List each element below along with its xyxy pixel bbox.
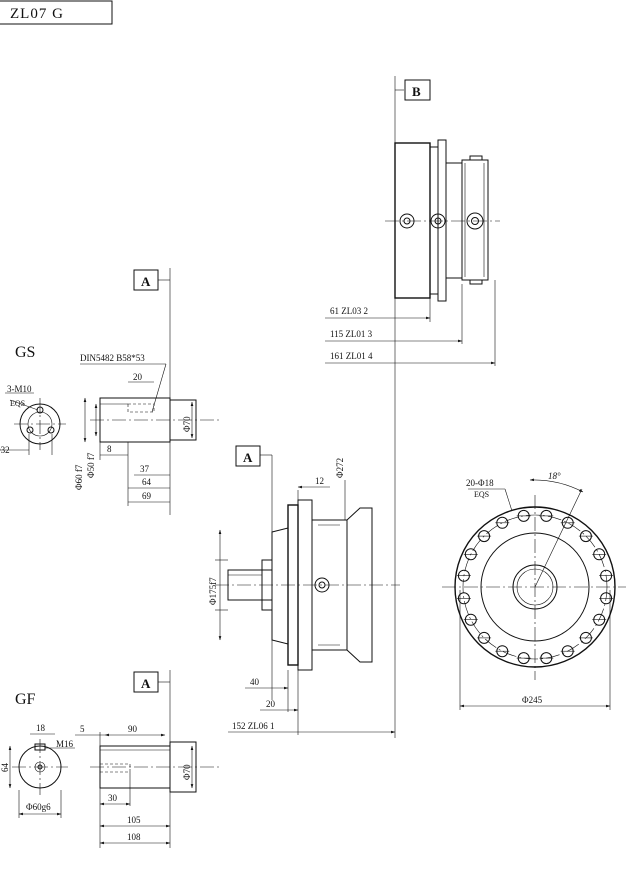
gs-d8: 8 (107, 444, 112, 454)
gf-d105: 105 (127, 815, 141, 825)
main-gearbox: 12 Φ272 Φ175f7 40 20 152 ZL06 1 (208, 458, 400, 735)
gf-d18: 18 (36, 723, 46, 733)
gf-datum-a-label: A (141, 676, 151, 691)
gs-dia60: Φ60 f7 (74, 464, 84, 490)
title-block: ZL07 G (0, 0, 113, 25)
bolt-icon (466, 212, 484, 230)
gf-datum-a: A (133, 670, 171, 790)
main-dia175: Φ175f7 (208, 577, 218, 605)
flange-holes: 20-Φ18 (466, 478, 494, 488)
datum-b: B (395, 79, 431, 101)
gf-d5: 5 (80, 724, 85, 734)
bolt-icon (399, 213, 415, 229)
main-zl06-1: 152 ZL06 1 (232, 721, 275, 731)
gf-label: GF (15, 691, 36, 708)
main-d20: 20 (266, 699, 276, 709)
gs-datum-a-label: A (141, 274, 151, 289)
dim-zl01-4: 161 ZL01 4 (330, 351, 373, 361)
flange-angle: 18° (548, 471, 561, 481)
bolt-icon (314, 577, 330, 593)
gf-end-view: 18 M16 64 Φ60g6 (0, 723, 75, 818)
dim-zl01-3: 115 ZL01 3 (330, 329, 373, 339)
gf-d90: 90 (128, 724, 138, 734)
gs-d37: 37 (140, 464, 150, 474)
gs-dia50: Φ50 f7 (86, 452, 96, 478)
gs-datum-a: A (133, 268, 171, 515)
gs-eqs: EQS (10, 399, 25, 408)
title-code: ZL07 G (10, 6, 64, 22)
stage-housing (385, 139, 500, 366)
gs-dia70: Φ70 (182, 416, 192, 432)
main-datum-a: A (235, 445, 273, 700)
gf-dia60g6: Φ60g6 (26, 802, 51, 812)
gf-dia70: Φ70 (182, 764, 192, 780)
gf-shaft: Φ70 5 90 30 105 108 (75, 724, 220, 848)
gs-label: GS (15, 344, 35, 361)
datum-b-label: B (412, 84, 421, 99)
gf-d64: 64 (0, 763, 10, 773)
flange-eqs: EQS (474, 490, 489, 499)
flange-dia245: Φ245 (522, 695, 543, 705)
gf-d30: 30 (108, 793, 118, 803)
gs-end-view: 3-M10 EQS Φ32 (0, 384, 66, 455)
gs-spline: DIN5482 B58*53 (80, 353, 145, 363)
main-dia272: Φ272 (335, 458, 345, 478)
gs-d69: 69 (142, 491, 152, 501)
bolt-icon (430, 213, 446, 229)
bolt-holes (456, 509, 614, 665)
main-d40: 40 (250, 677, 260, 687)
stage-dimensions: 61 ZL03 2 115 ZL01 3 161 ZL01 4 (325, 306, 496, 365)
gf-d108: 108 (127, 832, 141, 842)
dim-zl03-2: 61 ZL03 2 (330, 306, 368, 316)
flange-view: 20-Φ18 EQS 18° Φ245 (442, 471, 626, 710)
gs-d20: 20 (133, 372, 143, 382)
gs-pcd: Φ32 (0, 445, 10, 455)
main-d12: 12 (315, 476, 324, 486)
gs-d64: 64 (142, 477, 152, 487)
gf-m16: M16 (56, 739, 74, 749)
gs-shaft: DIN5482 B58*53 20 Φ70 Φ60 f7 Φ50 f7 8 37… (74, 353, 220, 506)
gs-tapped: 3-M10 (7, 384, 32, 394)
main-datum-a-label: A (243, 450, 253, 465)
